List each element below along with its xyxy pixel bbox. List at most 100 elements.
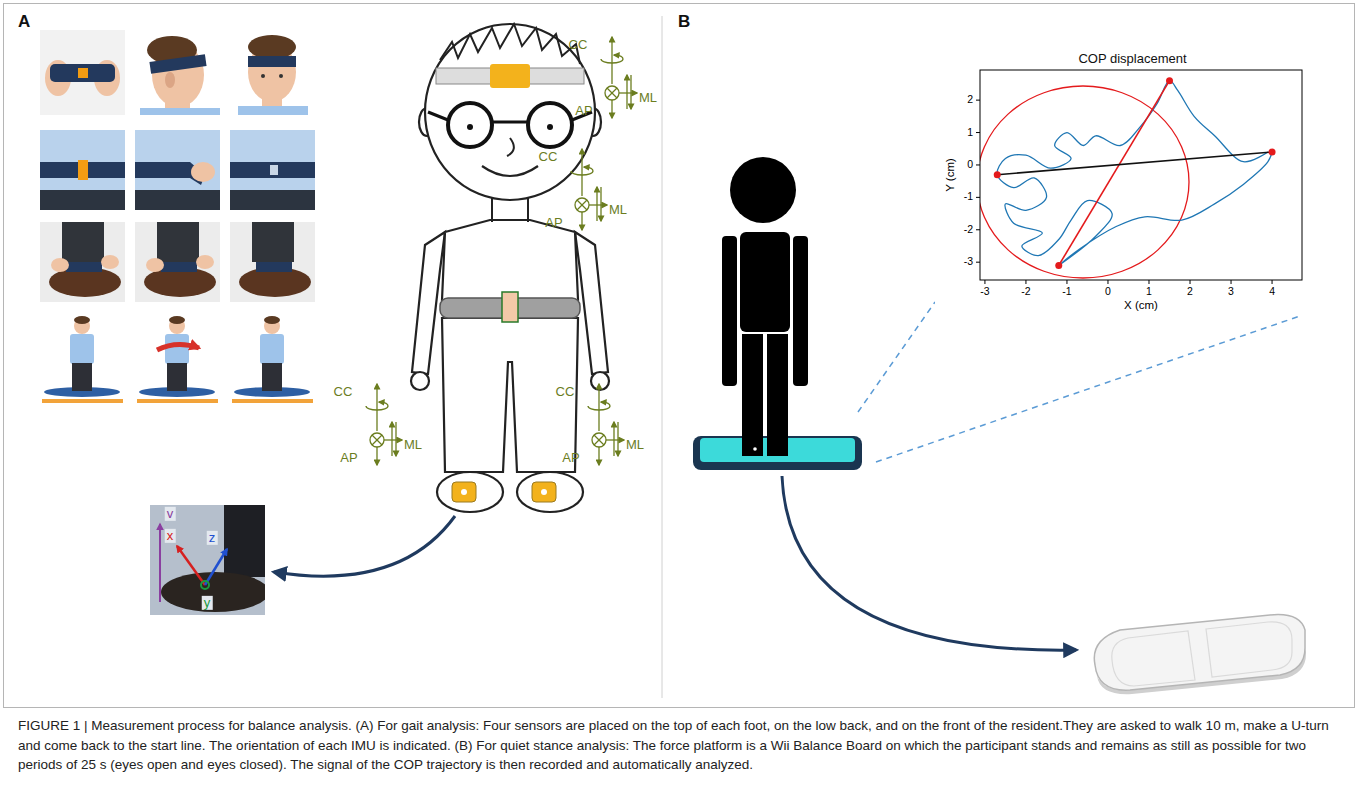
back-sensor	[502, 292, 518, 322]
axis-label: z	[207, 531, 218, 545]
pointer-arrow	[782, 476, 1076, 650]
y-axis	[201, 581, 209, 589]
cross	[372, 435, 382, 445]
photo	[150, 505, 265, 615]
balance-board	[693, 436, 862, 470]
axis-label: CC	[539, 150, 558, 164]
rotation-arrow	[366, 402, 388, 410]
cross	[577, 200, 587, 210]
ear	[165, 72, 175, 88]
axis-of-sway	[997, 152, 1272, 175]
plot-panel: COP displacement	[935, 48, 1330, 314]
person-silhouette	[722, 157, 808, 446]
axis-label: AP	[545, 216, 562, 230]
trousers	[40, 190, 125, 210]
photo-ground	[230, 312, 315, 404]
hand	[101, 255, 119, 269]
head	[730, 157, 796, 223]
orientation-icon	[588, 384, 624, 465]
tick-label: 1	[1146, 286, 1152, 298]
leg	[767, 334, 788, 446]
x-tick	[984, 280, 985, 284]
photo-ground	[230, 222, 315, 302]
foot-sensor	[532, 482, 556, 502]
photo	[135, 130, 220, 210]
trousers	[230, 190, 315, 210]
zoom-line	[876, 316, 1300, 462]
trouser-leg	[252, 222, 294, 262]
figure-caption: FIGURE 1 | Measurement process for balan…	[18, 716, 1340, 775]
photo	[40, 312, 125, 404]
cop-trajectory	[997, 81, 1272, 266]
turn-arrow	[157, 344, 199, 350]
pad	[1112, 631, 1195, 686]
tick-label: -1	[964, 192, 973, 204]
hand	[191, 162, 215, 182]
eye	[261, 74, 265, 78]
photo	[40, 222, 125, 302]
wii-board-photo	[1094, 615, 1306, 695]
photo-ground	[40, 222, 125, 302]
neck	[527, 196, 529, 222]
v-axis	[159, 524, 161, 602]
axis-label: AP	[575, 104, 592, 118]
cross	[372, 435, 382, 445]
rotation-arrow	[588, 402, 610, 410]
belt	[135, 162, 190, 178]
shoe	[437, 472, 503, 512]
legs	[167, 363, 187, 391]
sensor	[78, 68, 88, 78]
leg-on-board	[742, 436, 763, 456]
photo-ground	[135, 312, 220, 404]
axis-label: AP	[562, 451, 579, 465]
hand	[51, 258, 69, 272]
cc-axis	[581, 149, 582, 196]
sensor-dot	[541, 489, 547, 495]
torso	[740, 232, 790, 332]
photo	[230, 312, 315, 404]
shirt	[140, 108, 220, 115]
ml-axis	[619, 92, 637, 93]
end-point	[1055, 262, 1062, 269]
rotation-arrow	[571, 167, 593, 175]
plot-ground	[935, 48, 1328, 314]
y-tick	[976, 132, 980, 133]
panel-divider	[662, 16, 663, 698]
hand	[196, 255, 214, 269]
vertical-arrow	[626, 75, 627, 109]
trousers	[135, 190, 220, 210]
end-point	[994, 171, 1001, 178]
vertical-arrow	[613, 422, 614, 456]
arm	[793, 236, 808, 386]
photo-ground	[40, 130, 125, 210]
x-tick	[1231, 280, 1232, 284]
cross	[607, 88, 617, 98]
sensor	[78, 160, 88, 180]
cop-dot	[753, 447, 757, 451]
tick-label: -1	[1062, 286, 1071, 298]
photo	[135, 312, 220, 404]
trousers	[442, 318, 578, 472]
leg-on-board	[767, 436, 788, 456]
buckle	[270, 165, 278, 175]
glasses-temple	[428, 112, 448, 120]
x-tick	[1107, 280, 1108, 284]
photo	[40, 30, 125, 115]
tick-label: -2	[1021, 286, 1030, 298]
y-tick	[976, 100, 980, 101]
hair	[169, 316, 185, 324]
strap	[256, 262, 292, 272]
trouser-leg	[62, 222, 104, 262]
x-tick	[1148, 280, 1149, 284]
photo	[230, 130, 315, 210]
figure-panel: A	[4, 4, 660, 706]
vertical-arrow	[630, 75, 631, 109]
orientation-icon	[366, 384, 402, 465]
axis-title: X (cm)	[1124, 299, 1158, 312]
resident-figure	[411, 24, 609, 512]
x-tick	[1025, 280, 1026, 284]
figure-panel: BCOP displacement	[664, 4, 1354, 706]
legs	[72, 363, 92, 391]
end-point	[1166, 77, 1173, 84]
